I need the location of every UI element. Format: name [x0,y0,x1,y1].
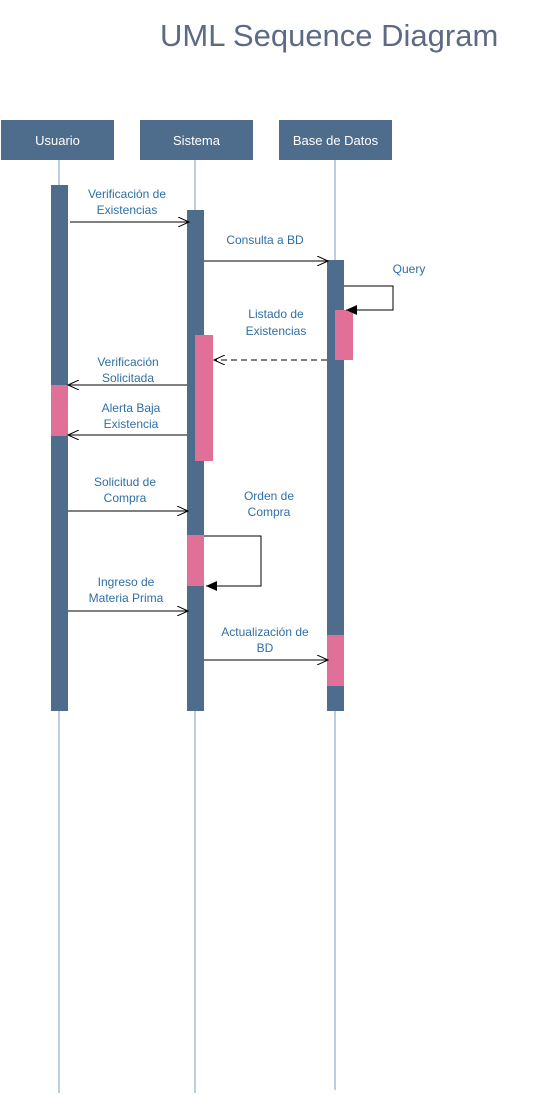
msg-verificacion-solicitada-2: Solicitada [102,371,154,385]
msg-verificacion-existencias-2: Existencias [97,203,158,217]
msg-alerta-baja-existencia-2: Existencia [104,417,159,431]
activation-query [335,310,353,360]
msg-alerta-baja-existencia-1: Alerta Baja [102,401,161,415]
msg-verificacion-existencias-1: Verificación de [88,187,166,201]
arrow-orden-compra [204,535,262,591]
msg-consulta-bd: Consulta a BD [226,233,304,247]
msg-solicitud-compra-1: Solicitud de [94,475,156,489]
msg-query: Query [393,262,426,276]
msg-orden-compra-1: Orden de [244,489,294,503]
msg-listado-existencias-1: Listado de [248,307,304,321]
msg-verificacion-solicitada-1: Verificación [97,355,158,369]
msg-ingreso-materia-prima-2: Materia Prima [89,591,164,605]
msg-actualizacion-bd-2: BD [257,641,274,655]
arrow-query [344,285,394,315]
msg-actualizacion-bd-1: Actualización de [221,625,309,639]
activation-actualizacion [327,635,344,686]
msg-solicitud-compra-2: Compra [104,491,147,505]
activation-usuario-alert [51,385,68,436]
msg-orden-compra-2: Compra [248,505,291,519]
actor-base-de-datos: Base de Datos [279,120,392,160]
diagram-title: UML Sequence Diagram [160,18,499,53]
activation-usuario [51,185,68,711]
actor-sistema: Sistema [140,120,253,160]
msg-listado-existencias-2: Existencias [246,324,307,338]
msg-ingreso-materia-prima-1: Ingreso de [98,575,155,589]
activation-orden-compra [187,535,204,586]
activation-sistema-response [195,335,213,461]
actor-usuario: Usuario [1,120,114,160]
activation-base-de-datos [327,260,344,711]
